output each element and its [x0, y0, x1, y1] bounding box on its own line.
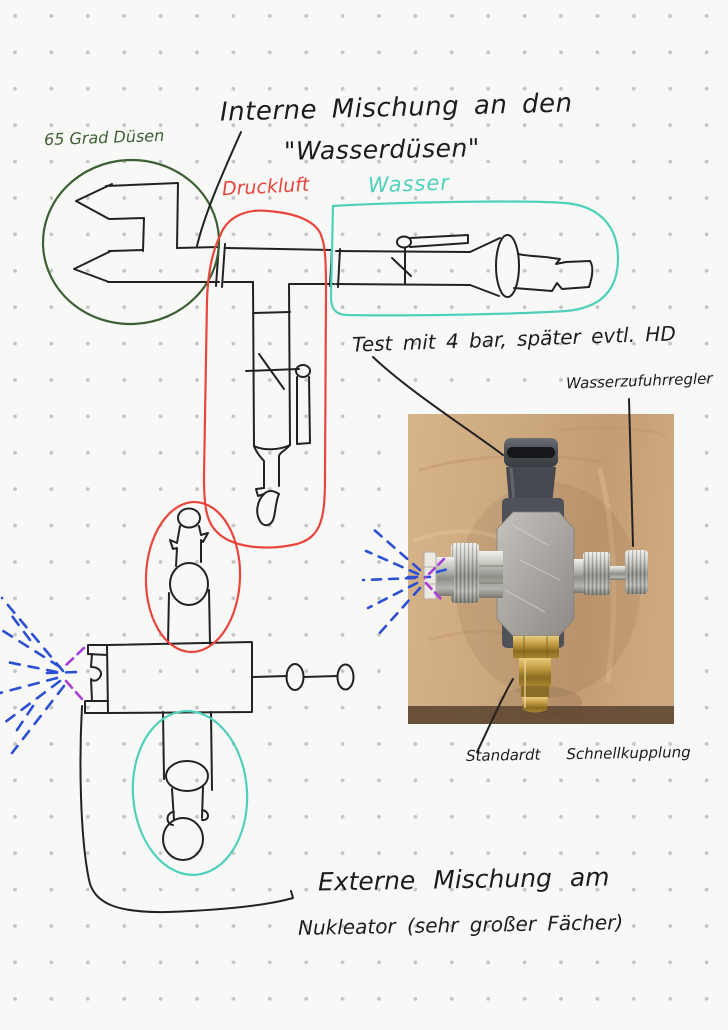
sketch-internal-mixing: [73, 182, 594, 527]
teal-outline-wasser: [329, 200, 620, 317]
label-schnellkupplung: Standardt Schnellkupplung: [465, 743, 691, 765]
bottom-title-line1: Externe Mischung am: [317, 862, 610, 897]
label-schnellkupplung-part1: Standardt: [465, 745, 541, 765]
pointer-title-to-junction: [196, 131, 242, 247]
bottom-title-line2: Nukleator (sehr großer Fächer): [297, 910, 624, 940]
title-line2: "Wasserdüsen": [283, 133, 481, 166]
label-65-grad-duesen: 65 Grad Düsen: [43, 125, 165, 150]
pointer-regulator-to-knob: [628, 398, 634, 547]
pointer-coupling-to-plug: [476, 678, 514, 753]
label-wasser: Wasser: [367, 170, 451, 198]
red-outline-druckluft: [202, 209, 328, 549]
red-circle-upper-feed: [144, 500, 242, 654]
spray-fan-left-purple: [63, 646, 86, 701]
teal-circle-lower-feed: [131, 710, 249, 876]
valve-photo: [408, 414, 674, 724]
annotation-lines: [196, 131, 634, 753]
spray-fan-photo-purple: [423, 557, 446, 601]
spray-fan-photo: [361, 526, 450, 638]
label-schnellkupplung-part2: Schnellkupplung: [566, 743, 691, 764]
sketch-external-mixing: [79, 507, 355, 914]
label-druckluft: Druckluft: [221, 173, 310, 201]
pointer-testnote-to-photo: [372, 356, 504, 456]
spray-fan-left: [0, 596, 80, 755]
